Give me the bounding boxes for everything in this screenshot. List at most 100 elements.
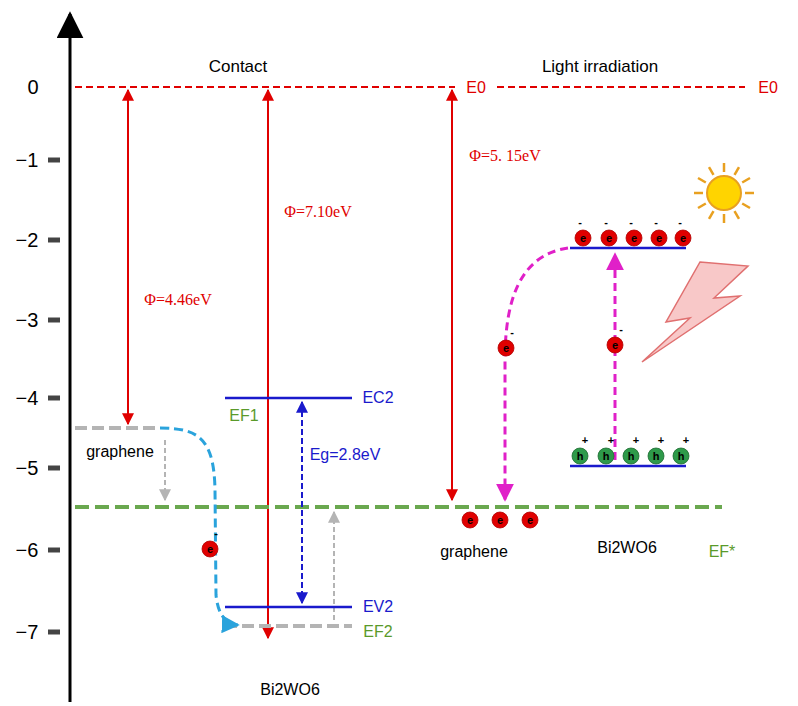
electron-dots-part [202, 541, 218, 557]
axis-line [69, 14, 72, 702]
sun-ray [735, 211, 740, 219]
fermi-levels-part [75, 505, 722, 509]
charge-sign: + [582, 435, 588, 446]
hole-symbol: h [628, 451, 635, 462]
charge-sign: + [608, 435, 614, 446]
sun-ray [698, 204, 706, 209]
level-label: E0 [758, 80, 778, 96]
axis-ticks-part [48, 466, 60, 471]
axis-tick-label: −7 [16, 622, 39, 642]
charge-sign: - [214, 528, 218, 539]
material-label: graphene [440, 544, 508, 560]
electron-dots-part [575, 230, 591, 246]
hole-dots [572, 448, 689, 464]
electron-dots-part [522, 512, 538, 528]
charge-sign: - [510, 327, 514, 338]
axis-ticks-part [48, 318, 60, 323]
axis-ticks-part [48, 238, 60, 243]
sun-icon-part [707, 176, 741, 210]
hole-dots-part [673, 448, 689, 464]
electron-symbol: e [680, 233, 686, 244]
axis-tick-label: −1 [16, 150, 39, 170]
energy-axis [48, 14, 70, 702]
electron-dots-part [651, 230, 667, 246]
bi2wo6-bands-light-part [505, 248, 568, 500]
work-function-arrows-part [451, 90, 453, 500]
level-label: EF2 [363, 624, 392, 640]
vacuum-level-part [497, 86, 745, 88]
axis-tick-label: −3 [16, 310, 39, 330]
electron-symbol: e [631, 233, 637, 244]
sun-ray [698, 178, 706, 183]
work-function-label: Φ=7.10eV [284, 204, 351, 220]
sun-ray [745, 192, 754, 195]
charge-sign: + [683, 435, 689, 446]
axis-tick-label: −5 [16, 458, 39, 478]
sun-icon [694, 163, 754, 223]
electron-symbol: e [606, 233, 612, 244]
charge-sign: - [629, 217, 633, 228]
electron-dots-part [675, 230, 691, 246]
sun-ray [709, 167, 714, 175]
sun-ray [742, 178, 750, 183]
sun-ray [723, 163, 726, 172]
charge-sign: - [678, 217, 682, 228]
bi2wo6-bands-contact-part [301, 402, 303, 603]
bi2wo6-bands-contact-part [225, 606, 352, 609]
axis-tick-label: 0 [27, 77, 38, 97]
electron-symbol: e [467, 515, 473, 526]
electron-dots [202, 230, 691, 557]
hole-symbol: h [678, 451, 685, 462]
sun-ray [742, 204, 750, 209]
electron-symbol: e [612, 340, 618, 351]
hole-dots-part [648, 448, 664, 464]
work-function-arrows-part [267, 90, 269, 638]
level-label: EV2 [363, 599, 393, 615]
electron-symbol: e [656, 233, 662, 244]
hole-symbol: h [603, 451, 610, 462]
fermi-levels-part [333, 512, 335, 620]
panel-title: Contact [209, 58, 268, 75]
electron-symbol: e [527, 515, 533, 526]
bi2wo6-bands-light-part [570, 247, 686, 250]
charge-sign: + [658, 435, 664, 446]
work-function-label: Φ=4.46eV [144, 292, 211, 308]
axis-ticks-part [48, 396, 60, 401]
fermi-levels-part [164, 440, 166, 500]
level-label: EC2 [362, 390, 393, 406]
axis-ticks [48, 160, 60, 632]
electron-dots-part [492, 512, 508, 528]
charge-sign: - [619, 324, 623, 335]
fermi-levels-part [225, 624, 352, 628]
bi2wo6-bands-light [505, 248, 686, 500]
level-label: EF1 [229, 408, 258, 424]
work-function-arrows-part [127, 90, 129, 424]
level-label: E0 [466, 80, 486, 96]
electron-symbol: e [580, 233, 586, 244]
lightning-bolt [642, 262, 748, 362]
charge-sign: + [633, 435, 639, 446]
sun-ray [694, 192, 703, 195]
fermi-levels [75, 428, 722, 626]
bi2wo6-bands-contact-part [225, 397, 352, 400]
axis-ticks-part [48, 158, 60, 163]
vacuum-level [75, 87, 745, 88]
bi2wo6-bands-contact [225, 398, 352, 607]
charge-sign: - [654, 217, 658, 228]
sun-ray [735, 167, 740, 175]
electron-dots-part [601, 230, 617, 246]
vacuum-level-part [75, 86, 455, 88]
material-label: Bi2WO6 [597, 540, 657, 556]
fermi-levels-part [75, 426, 160, 430]
axis-ticks-part [48, 630, 60, 635]
electron-dots-part [498, 340, 514, 356]
bi2wo6-bands-light-part [614, 254, 617, 460]
axis-tick-label: −4 [16, 388, 39, 408]
band-gap-label: Eg=2.8eV [310, 447, 381, 463]
electron-dots-part [607, 337, 623, 353]
electron-transfer-path [160, 428, 238, 625]
level-label: EF* [709, 544, 736, 560]
material-label: graphene [86, 444, 154, 460]
